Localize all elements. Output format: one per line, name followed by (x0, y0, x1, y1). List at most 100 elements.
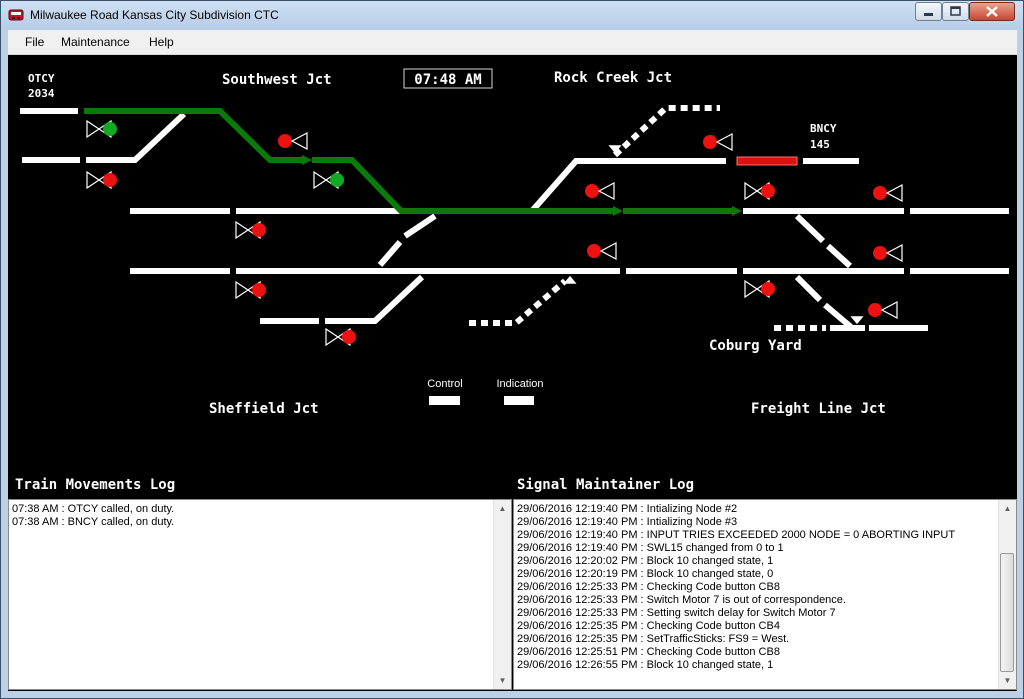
log-line: 29/06/2016 12:25:33 PM : Setting switch … (517, 607, 836, 619)
signal-eastbound[interactable] (235, 220, 266, 240)
direction-arrow-icon (302, 155, 312, 165)
client-area: File Maintenance Help OTCY 2034 BNCY 145… (8, 30, 1017, 691)
scroll-up-icon[interactable]: ▲ (498, 504, 507, 513)
signal-eastbound[interactable] (86, 170, 117, 190)
maximize-icon (950, 6, 961, 16)
signal-westbound[interactable] (873, 184, 903, 202)
menu-file[interactable]: File (25, 35, 45, 49)
track-switch[interactable] (86, 111, 187, 163)
maintainer-log-lines: 29/06/2016 12:19:40 PM : Intializing Nod… (517, 503, 955, 672)
ctc-panel: OTCY 2034 BNCY 145 Southwest Jct Rock Cr… (8, 55, 1017, 475)
maintainer-log-heading: Signal Maintainer Log (517, 477, 695, 493)
switch-point-icon (608, 145, 622, 154)
minimize-button[interactable] (915, 2, 942, 21)
app-icon (8, 9, 24, 21)
track-switch[interactable] (825, 243, 853, 269)
train-log-heading: Train Movements Log (15, 477, 176, 493)
direction-arrow-icon (613, 206, 623, 216)
label-sheffield-jct: Sheffield Jct (209, 401, 319, 417)
scroll-thumb[interactable] (1000, 553, 1014, 672)
signal-westbound[interactable] (278, 132, 308, 150)
train-symbol-bncy: BNCY (810, 122, 837, 135)
log-line: 29/06/2016 12:19:40 PM : Intializing Nod… (517, 516, 738, 528)
train-number-bncy: 145 (810, 138, 830, 151)
train-log[interactable]: 07:38 AM : OTCY called, on duty. 07:38 A… (8, 499, 512, 690)
maximize-button[interactable] (942, 2, 969, 21)
log-line: 29/06/2016 12:20:19 PM : Block 10 change… (517, 568, 774, 580)
signal-lamp-stop (252, 283, 266, 297)
scroll-down-icon[interactable]: ▼ (498, 676, 507, 685)
track-spur[interactable] (612, 105, 720, 158)
window-title: Milwaukee Road Kansas City Subdivision C… (30, 8, 279, 22)
track-switch[interactable] (403, 213, 437, 239)
track-switch[interactable] (794, 213, 826, 244)
maintainer-log[interactable]: 29/06/2016 12:19:40 PM : Intializing Nod… (513, 499, 1017, 690)
signal-eastbound[interactable] (313, 170, 344, 190)
train-log-scrollbar[interactable]: ▲ ▼ (493, 500, 511, 689)
log-line: 29/06/2016 12:25:33 PM : Checking Code b… (517, 581, 780, 593)
indication-label: Indication (496, 378, 543, 390)
indication-indicator[interactable] (504, 396, 534, 405)
log-line: 29/06/2016 12:19:40 PM : SWL15 changed f… (517, 542, 784, 554)
label-freight-line-jct: Freight Line Jct (751, 401, 886, 417)
signals (86, 119, 903, 347)
signal-eastbound[interactable] (86, 119, 117, 139)
signal-lamp-stop (873, 186, 887, 200)
menu-maintenance[interactable]: Maintenance (61, 35, 130, 49)
signal-westbound[interactable] (703, 133, 733, 151)
signal-lamp-stop (761, 282, 775, 296)
log-line: 07:38 AM : BNCY called, on duty. (12, 516, 175, 528)
control-label: Control (427, 378, 462, 390)
signal-eastbound[interactable] (744, 279, 775, 299)
log-line: 29/06/2016 12:19:40 PM : Intializing Nod… (517, 503, 738, 515)
lined-route (84, 108, 732, 214)
signal-westbound[interactable] (585, 182, 615, 200)
track-switch[interactable] (377, 240, 403, 267)
track-segments (20, 108, 1009, 331)
signal-eastbound[interactable] (325, 327, 356, 347)
clock-box (403, 68, 493, 89)
track-diagram: OTCY 2034 BNCY 145 Southwest Jct Rock Cr… (20, 68, 1009, 417)
scroll-up-icon[interactable]: ▲ (1003, 504, 1012, 513)
signal-westbound[interactable] (868, 301, 898, 319)
route-arrows (302, 155, 742, 216)
signal-westbound[interactable] (873, 244, 903, 262)
switch-markers (563, 145, 864, 325)
menu-help[interactable]: Help (149, 35, 174, 49)
log-line: 29/06/2016 12:25:35 PM : SetTrafficStick… (517, 633, 790, 645)
signal-eastbound[interactable] (744, 181, 775, 201)
log-line: 29/06/2016 12:19:40 PM : INPUT TRIES EXC… (517, 529, 956, 541)
control-indicator[interactable] (429, 396, 460, 405)
signal-eastbound[interactable] (235, 280, 266, 300)
title-bar[interactable]: Milwaukee Road Kansas City Subdivision C… (1, 1, 1023, 30)
track-switch[interactable] (325, 274, 425, 324)
track-switch[interactable] (823, 302, 853, 330)
track-switch[interactable] (529, 158, 726, 213)
log-line: 29/06/2016 12:25:33 PM : Switch Motor 7 … (517, 594, 846, 606)
signal-lamp-stop (342, 330, 356, 344)
track-spur[interactable] (469, 278, 567, 326)
menu-bar: File Maintenance Help (8, 30, 1017, 55)
signal-lamp-stop (278, 134, 292, 148)
route-segment (84, 108, 303, 163)
signal-lamp-stop (103, 173, 117, 187)
signal-lamp-clear (103, 122, 117, 136)
train-number-otcy: 2034 (28, 87, 55, 100)
maintainer-log-scrollbar[interactable]: ▲ ▼ (998, 500, 1016, 689)
signal-westbound[interactable] (587, 242, 617, 260)
signal-lamp-stop (585, 184, 599, 198)
close-button[interactable] (969, 2, 1015, 21)
train-symbol-otcy: OTCY (28, 72, 55, 85)
dotted-tracks (469, 105, 826, 331)
occupied-block[interactable] (736, 156, 798, 166)
train-log-lines: 07:38 AM : OTCY called, on duty. 07:38 A… (12, 503, 174, 529)
label-coburg-yard: Coburg Yard (709, 338, 802, 354)
route-segment (312, 157, 614, 214)
track-switch[interactable] (794, 274, 823, 303)
signal-lamp-stop (868, 303, 882, 317)
scroll-down-icon[interactable]: ▼ (1003, 676, 1012, 685)
switch-point-icon (563, 275, 577, 284)
log-line: 29/06/2016 12:26:55 PM : Block 10 change… (517, 659, 774, 671)
signal-lamp-stop (252, 223, 266, 237)
